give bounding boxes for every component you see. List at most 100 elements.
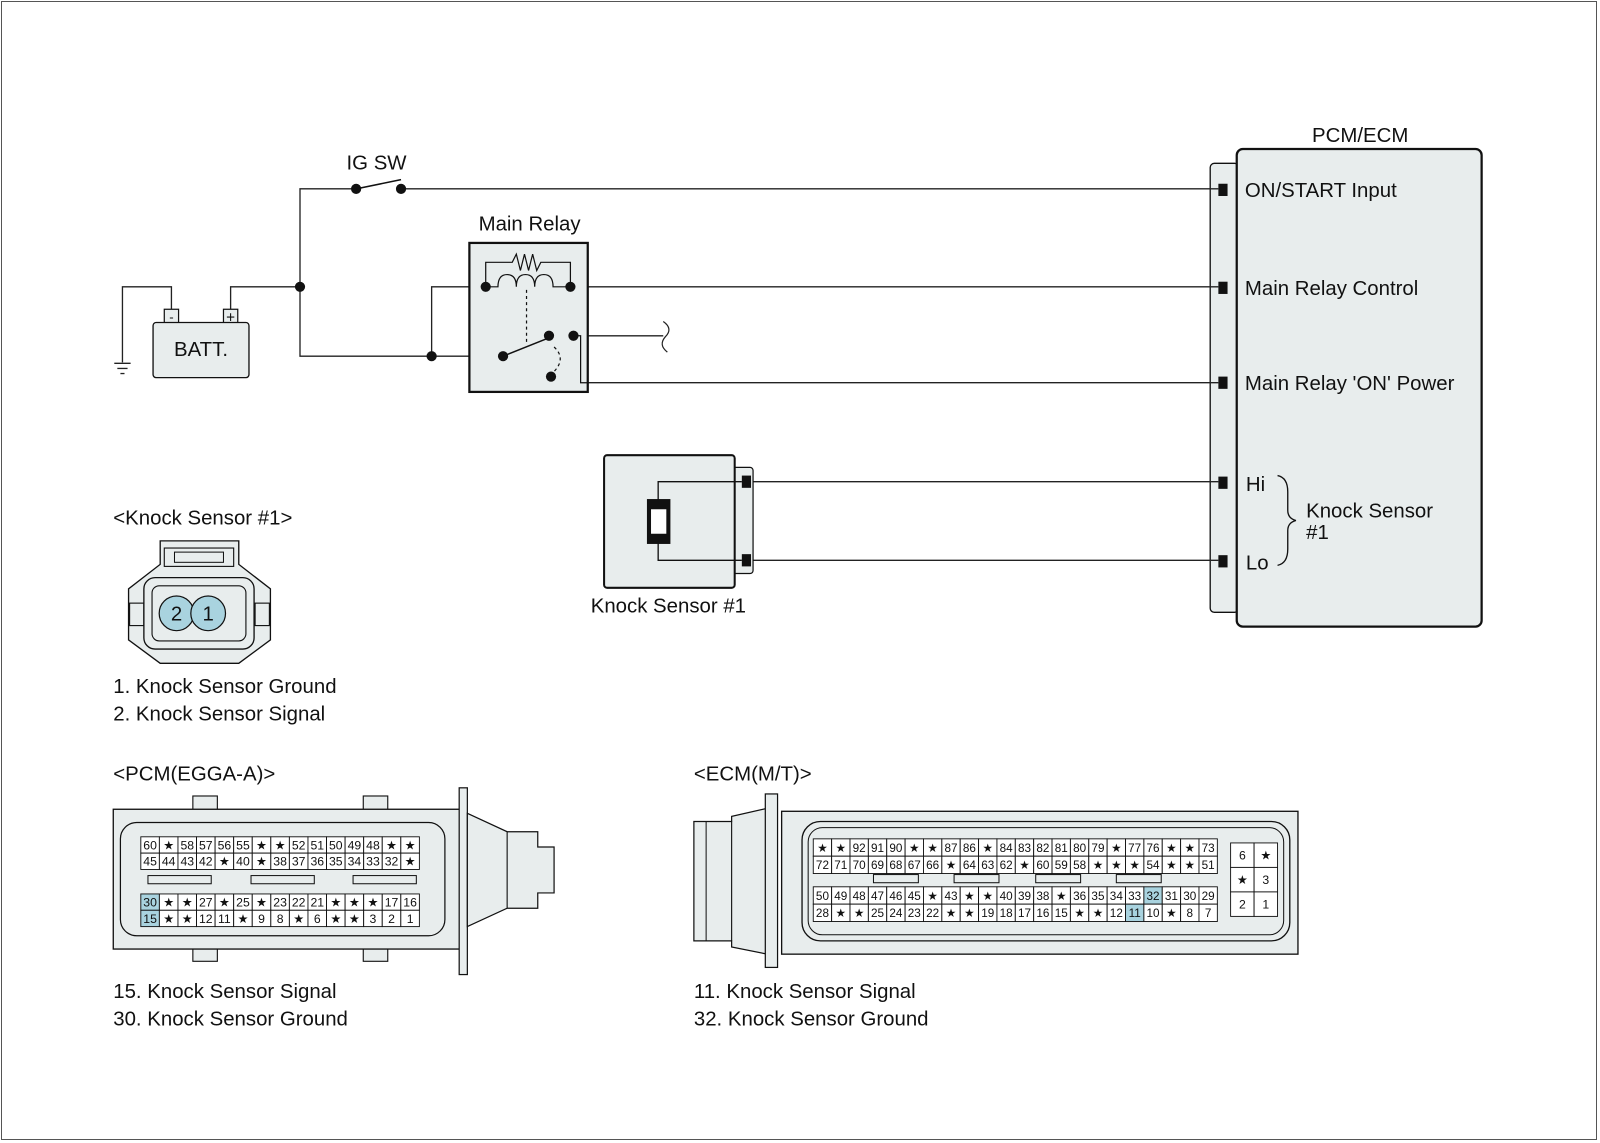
knock-connector-view: <Knock Sensor #1> 2 1 1. Knock Sensor Gr… — [113, 508, 336, 726]
connector-pin: 12 — [196, 909, 216, 928]
connector-pin: 25 — [867, 903, 888, 922]
connector-pin: 33 — [1125, 886, 1145, 905]
svg-text:49: 49 — [834, 890, 847, 903]
svg-text:29: 29 — [1202, 890, 1215, 903]
connector-pin: 90 — [886, 838, 906, 857]
svg-text:22: 22 — [926, 907, 939, 920]
connector-pin: 73 — [1198, 838, 1218, 857]
wire-battery-positive — [229, 286, 432, 357]
connector-pin: 8 — [270, 909, 290, 928]
svg-text:10: 10 — [1147, 907, 1161, 920]
svg-text:3: 3 — [1262, 873, 1269, 887]
main-relay-label: Main Relay — [479, 214, 582, 236]
connector-pin: ★ — [270, 836, 290, 854]
svg-text:33: 33 — [1128, 890, 1141, 903]
connector-pin: 36 — [1069, 886, 1090, 905]
connector-pin: 16 — [1033, 903, 1053, 922]
connector-pin: 19 — [978, 903, 998, 922]
connector-pin: 57 — [196, 836, 216, 854]
svg-text:★: ★ — [982, 890, 993, 903]
svg-text:★: ★ — [946, 907, 957, 920]
connector-pin: 52 — [288, 836, 309, 854]
connector-pin: ★ — [941, 855, 961, 875]
svg-text:★: ★ — [182, 895, 193, 909]
svg-text:36: 36 — [1073, 890, 1086, 903]
connector-pin: 44 — [158, 852, 179, 870]
svg-text:43: 43 — [180, 855, 194, 869]
connector-pin: 18 — [996, 903, 1016, 922]
connector-pin: 71 — [831, 855, 851, 875]
connector-pin: ★ — [233, 909, 253, 928]
battery: - + BATT. — [152, 308, 250, 379]
connector-pin: 84 — [996, 838, 1016, 857]
svg-text:★: ★ — [964, 907, 975, 920]
ig-switch: IG SW — [347, 152, 407, 194]
connector-pin: 1 — [1253, 891, 1279, 917]
connector-pin: 77 — [1125, 838, 1145, 857]
svg-text:36: 36 — [310, 855, 324, 869]
svg-text:32: 32 — [385, 855, 399, 869]
connector-pin: 27 — [196, 893, 216, 911]
connector-pin: ★ — [158, 836, 179, 854]
connector-pin: 30 — [140, 893, 160, 911]
svg-text:34: 34 — [348, 855, 362, 869]
svg-text:★: ★ — [1185, 842, 1196, 855]
svg-text:1: 1 — [202, 603, 213, 625]
svg-text:38: 38 — [273, 855, 287, 869]
connector-pin: 35 — [326, 852, 346, 870]
connector-pin: 42 — [196, 852, 216, 870]
svg-text:51: 51 — [1202, 859, 1215, 872]
pin-main-relay-on-power — [1218, 376, 1228, 389]
svg-text:★: ★ — [256, 838, 267, 852]
connector-pin: 60 — [140, 836, 160, 854]
svg-text:38: 38 — [1036, 890, 1050, 903]
svg-text:39: 39 — [1018, 890, 1031, 903]
svg-text:★: ★ — [386, 838, 397, 852]
knock-sensor-component: Knock Sensor #1 — [591, 454, 754, 617]
label-knock-sensor-ecu-2: #1 — [1306, 522, 1329, 544]
connector-pin: 62 — [996, 855, 1016, 875]
connector-pin: ★ — [1161, 855, 1182, 875]
svg-text:2: 2 — [388, 912, 395, 926]
svg-text:12: 12 — [199, 912, 213, 926]
svg-text:76: 76 — [1147, 842, 1160, 855]
svg-text:★: ★ — [1093, 907, 1104, 920]
svg-text:24: 24 — [889, 907, 903, 920]
connector-pin: 63 — [978, 855, 998, 875]
svg-text:28: 28 — [816, 907, 830, 920]
connector-pin: 30 — [1180, 886, 1200, 905]
connector-pin: ★ — [849, 903, 869, 922]
connector-pin: 66 — [923, 855, 943, 875]
connector-pin: 37 — [288, 852, 309, 870]
svg-text:★: ★ — [982, 842, 993, 855]
svg-text:23: 23 — [273, 895, 287, 909]
svg-text:50: 50 — [816, 890, 830, 903]
connector-pin: 48 — [849, 886, 869, 905]
battery-plus-sign: + — [226, 310, 235, 327]
svg-text:★: ★ — [909, 842, 920, 855]
svg-text:★: ★ — [275, 838, 286, 852]
knock-connector-pin-1 — [190, 595, 227, 632]
svg-text:30: 30 — [143, 895, 157, 909]
wire-battery-ground — [121, 286, 173, 363]
connector-pin: ★ — [1051, 886, 1071, 905]
connector-pin: 79 — [1088, 838, 1108, 857]
svg-text:73: 73 — [1202, 842, 1215, 855]
connector-pin: 48 — [363, 836, 383, 854]
svg-text:92: 92 — [853, 842, 866, 855]
svg-text:56: 56 — [218, 838, 232, 852]
pcm-legend-2: 30. Knock Sensor Ground — [113, 1009, 348, 1031]
ecm-connector-title: <ECM(M/T)> — [694, 764, 812, 786]
svg-text:54: 54 — [1147, 859, 1161, 872]
svg-text:51: 51 — [310, 838, 324, 852]
connector-pin: 2 — [1230, 891, 1255, 917]
connector-pin: 83 — [1014, 838, 1035, 857]
pcm-ecm-title: PCM/ECM — [1312, 125, 1408, 147]
label-main-relay-on-power: Main Relay 'ON' Power — [1245, 373, 1455, 395]
svg-text:6: 6 — [314, 912, 321, 926]
connector-pin: ★ — [326, 893, 346, 911]
connector-pin: ★ — [158, 893, 179, 911]
connector-pin: 23 — [904, 903, 924, 922]
